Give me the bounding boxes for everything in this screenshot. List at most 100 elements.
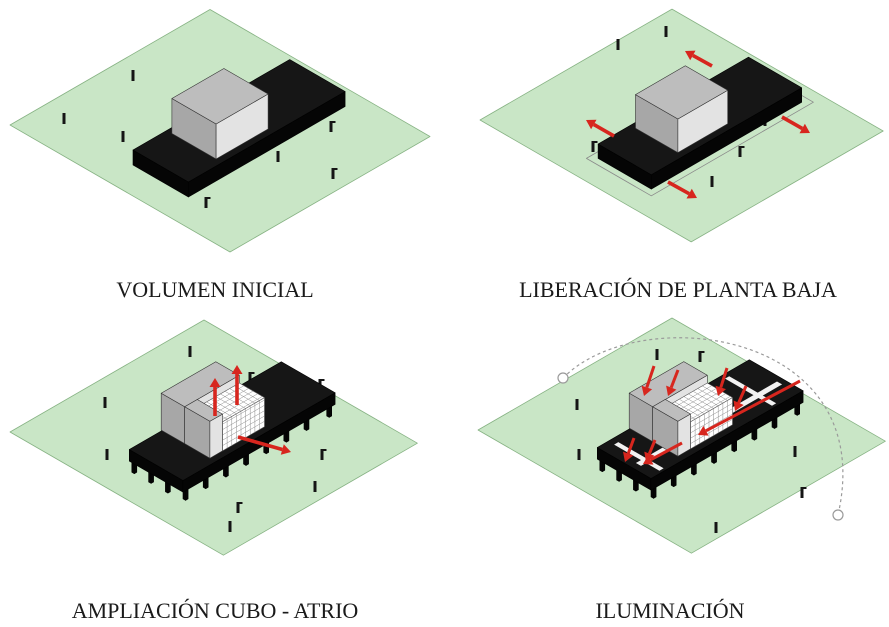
person-marker-body [655,349,659,360]
atrium-grid-line [679,398,705,415]
atrium-grid-line [702,385,728,401]
person-marker [800,487,807,498]
atrium-grid-line [222,421,265,446]
person-marker-arm [207,197,211,199]
person-marker-body [329,121,333,132]
person-marker-body [664,26,668,37]
person-marker-body [800,487,804,498]
red-arrow-head [209,378,221,387]
atrium-grid-line [220,393,246,409]
red-arrow-shaft [667,180,690,196]
red-arrow-head [666,385,677,396]
column-right-face [245,453,249,466]
person-marker-arm [239,502,243,504]
person-marker-body [131,70,135,81]
atrium-grid-line [690,413,733,439]
atrium-grid-line [215,396,242,412]
person-marker-body [320,449,324,460]
column-right-face [673,475,677,488]
red-arrow [644,439,657,462]
person-marker-body [121,131,125,142]
person-marker [320,449,327,460]
person-marker-arm [594,141,598,143]
person-marker-arm [741,146,745,148]
red-arrow-shaft [650,441,683,462]
person-marker [577,449,581,460]
atrium-grid-line [211,390,254,416]
column-left-face [599,460,603,473]
red-arrow-head [623,451,634,462]
panel-ampliacion-cubo-atrio [9,319,418,556]
person-marker-body [575,399,579,410]
atrium-grid-line [674,401,700,417]
column-right-face [286,430,290,443]
column-left-face [616,469,620,482]
column-right-face [225,465,229,478]
red-arrow-shaft [592,122,615,138]
red-arrow-shaft [237,435,283,452]
column-right-face [693,463,697,476]
red-arrow-shaft [669,369,680,389]
red-arrow-head [644,451,655,462]
red-arrow-shaft [781,115,804,131]
atrium-grid-line [222,405,265,430]
person-marker-body [188,346,192,357]
atrium-grid-line [690,419,733,444]
red-arrow [733,385,748,411]
red-arrow-shaft [645,365,656,388]
person-marker [331,168,338,179]
atrium-grid-line [206,401,232,417]
person-marker-arm [321,379,325,381]
person-marker [103,397,107,408]
red-arrow [667,180,697,199]
person-marker-body [276,151,280,162]
grey-cube-top [171,68,269,125]
person-marker [276,151,280,162]
panel-iluminacion [477,317,886,554]
person-marker-body [577,449,581,460]
atrium-grid-line [690,403,733,428]
caption-liberacion-planta-baja: LIBERACIÓN DE PLANTA BAJA [519,277,837,302]
person-marker-arm [323,449,327,451]
red-arrow [623,437,636,462]
person-marker [228,521,232,532]
person-marker-body [331,168,335,179]
atrium-grid-line [688,396,731,421]
person-marker [62,113,66,124]
atrium-grid-line [690,408,733,434]
column-left-face [131,462,135,475]
person-marker [204,197,211,208]
person-marker [188,346,192,357]
person-marker-arm [334,168,338,170]
column-left-face [633,479,637,492]
red-arrow [715,367,729,396]
person-marker [248,372,255,383]
person-marker-body [248,372,252,383]
atrium-grid-line [215,393,258,419]
red-arrow-head [686,188,697,199]
person-marker [329,121,336,132]
person-marker [664,26,668,37]
person-marker-body [103,397,107,408]
red-arrow [209,378,221,416]
caption-iluminacion: ILUMINACIÓN [595,598,744,623]
red-arrow-shaft [719,367,729,388]
person-marker [616,39,620,50]
red-arrow-shaft [626,437,636,455]
panel-liberacion-planta-baja [479,8,884,243]
skylight-strip [725,376,777,406]
red-arrow-head [641,385,653,396]
red-arrow [586,119,615,138]
column-right-face [713,451,717,464]
atrium-grid-line [674,388,717,413]
person-marker-body [228,521,232,532]
red-arrow-head [280,444,291,455]
sun-path-start-marker [557,372,569,384]
red-arrow-shaft [737,385,748,404]
person-marker-body [62,113,66,124]
grey-cube-back-top [628,361,708,408]
column-right-face [796,403,801,416]
red-arrow [231,365,243,405]
caption-volumen-inicial: VOLUMEN INICIAL [116,277,313,302]
